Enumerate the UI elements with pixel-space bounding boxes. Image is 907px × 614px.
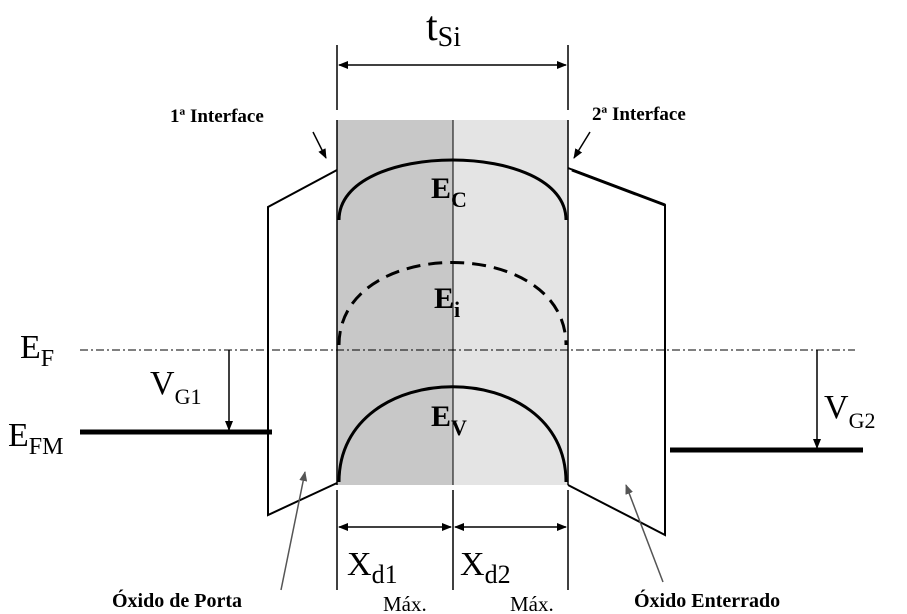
gate-oxide-pointer [280,471,308,591]
max1-label: Máx. [383,592,427,614]
ec-label: EC [431,172,467,212]
ev-label: EV [431,400,467,440]
xd2-label: Xd2 [460,546,511,589]
max2-label: Máx. [510,592,554,614]
vg2-label: VG2 [824,389,875,433]
gate-oxide-label: Óxido de Porta [112,588,242,612]
buried-oxide-label: Óxido Enterrado [634,588,780,612]
efm-label: EFM [8,417,63,460]
interface1-label: 1ª Interface [170,106,264,127]
interface2-label: 2ª Interface [592,104,686,125]
interface2-pointer [573,131,591,159]
ei-label: Ei [434,282,460,322]
gate-oxide-outline [267,169,338,517]
vg1-label: VG1 [150,365,201,409]
buried-oxide-top-bold [571,168,666,207]
valence-band-curve [337,385,568,483]
conduction-band-curve [337,158,568,221]
ef-label: EF [20,329,54,372]
buried-oxide-outline [567,167,666,537]
silicon-region-right [453,120,568,485]
interface1-pointer [312,131,327,159]
buried-oxide-pointer [625,484,664,583]
silicon-region-left [337,120,453,485]
xd1-label: Xd1 [347,546,398,589]
intrinsic-level-curve [337,261,568,346]
tsi-label: tSi [426,4,461,53]
